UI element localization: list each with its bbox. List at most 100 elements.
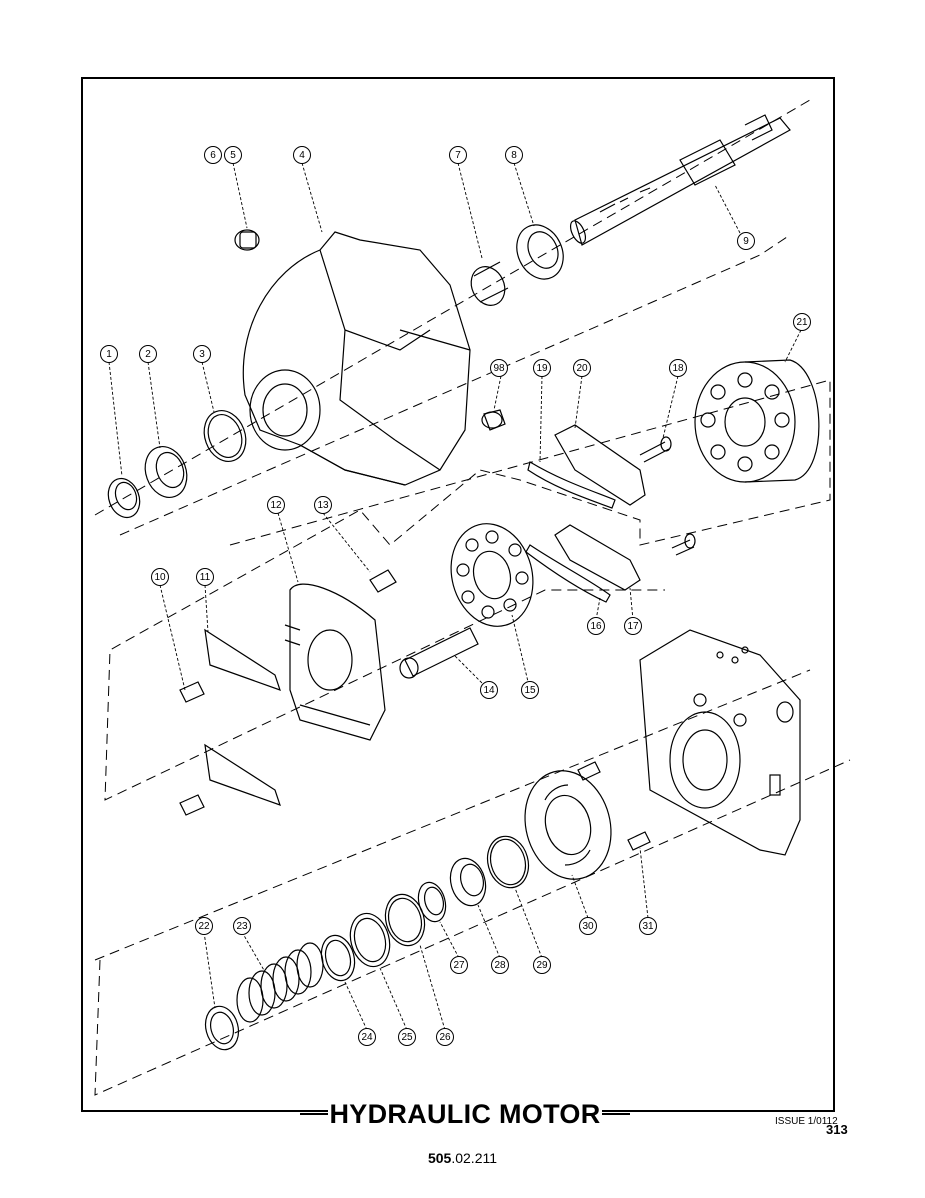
callout-31: 31: [639, 917, 657, 935]
callout-label: 18: [672, 363, 684, 374]
callout-2: 2: [139, 345, 157, 363]
callout-8: 8: [505, 146, 523, 164]
title-rule-left: [300, 1113, 328, 1115]
screw: [671, 533, 696, 556]
callout-circle: [533, 956, 551, 974]
callout-17: 17: [624, 617, 642, 635]
callout-label: 8: [511, 150, 517, 161]
callout-label: 30: [582, 921, 594, 932]
callout-circle: [480, 681, 498, 699]
callout-circle: [151, 568, 169, 586]
callout-13: 13: [314, 496, 332, 514]
callout-circle: [793, 313, 811, 331]
callout-circle: [267, 496, 285, 514]
callout-circle: [450, 956, 468, 974]
end-cap: [639, 629, 801, 856]
callout-4: 4: [293, 146, 311, 164]
spring: [236, 942, 324, 1023]
callout-18: 18: [669, 359, 687, 377]
callout-7: 7: [449, 146, 467, 164]
callout-6: 6: [204, 146, 222, 164]
callout-label: 31: [642, 921, 654, 932]
callout-14: 14: [480, 681, 498, 699]
callout-28: 28: [491, 956, 509, 974]
circlip: [384, 893, 426, 947]
washer: [320, 934, 356, 982]
callout-26: 26: [436, 1028, 454, 1046]
callout-12: 12: [267, 496, 285, 514]
motor-housing: [242, 231, 471, 486]
callout-label: 17: [627, 621, 639, 632]
callout-label: 14: [483, 685, 495, 696]
piston: [399, 627, 479, 679]
washer: [349, 912, 391, 968]
callout-circle: [293, 146, 311, 164]
o-ring: [486, 835, 530, 889]
washer: [204, 1005, 240, 1051]
plug: [234, 229, 260, 251]
leader-lines: [108, 162, 802, 1031]
callout-circle: [204, 146, 222, 164]
callout-label: 28: [494, 960, 506, 971]
callout-circle: [579, 917, 597, 935]
plug: [481, 409, 506, 431]
callout-5: 5: [224, 146, 242, 164]
callout-circle: [436, 1028, 454, 1046]
needle-bearing: [449, 857, 487, 907]
title-banner: HYDRAULIC MOTOR: [300, 1094, 630, 1134]
seal-ring: [203, 410, 247, 462]
callout-22: 22: [195, 917, 213, 935]
callout-19: 19: [533, 359, 551, 377]
doc-ref-rest: .02.211: [451, 1150, 498, 1166]
callout-circle: [573, 359, 591, 377]
callout-label: 10: [154, 572, 166, 583]
callout-9: 9: [737, 232, 755, 250]
callout-circle: [358, 1028, 376, 1046]
callout-circle: [193, 345, 211, 363]
callout-label: 24: [361, 1032, 373, 1043]
callout-label: 23: [236, 921, 248, 932]
callout-30: 30: [579, 917, 597, 935]
callout-label: 98: [493, 363, 505, 374]
callout-circle: [587, 617, 605, 635]
callout-label: 1: [106, 349, 112, 360]
callout-label: 20: [576, 363, 588, 374]
callout-circle: [505, 146, 523, 164]
callout-label: 7: [455, 150, 461, 161]
callout-label: 15: [524, 685, 536, 696]
snap-ring: [107, 477, 141, 519]
callout-1: 1: [100, 345, 118, 363]
assembly-centerlines: [94, 99, 851, 1096]
callout-11: 11: [196, 568, 214, 586]
callout-circle: [490, 359, 508, 377]
callout-circle: [398, 1028, 416, 1046]
page-title: HYDRAULIC MOTOR: [328, 1094, 602, 1134]
callout-label: 22: [198, 921, 210, 932]
callout-21: 21: [793, 313, 811, 331]
callout-15: 15: [521, 681, 539, 699]
callout-circle: [196, 568, 214, 586]
output-shaft: [569, 114, 791, 246]
sleeve: [470, 261, 509, 306]
callout-98: 98: [490, 359, 508, 377]
callout-20: 20: [573, 359, 591, 377]
callout-label: 3: [199, 349, 205, 360]
callout-label: 6: [210, 150, 216, 161]
cylinder-block: [694, 359, 820, 483]
callout-24: 24: [358, 1028, 376, 1046]
callout-label: 12: [270, 500, 282, 511]
callout-circle: [533, 359, 551, 377]
callout-10: 10: [151, 568, 169, 586]
bearing: [516, 224, 564, 280]
callout-label: 16: [590, 621, 602, 632]
callout-label: 29: [536, 960, 548, 971]
callout-circle: [100, 345, 118, 363]
callout-circle: [491, 956, 509, 974]
dowel-pin: [627, 831, 651, 851]
callout-circle: [449, 146, 467, 164]
thrust-washer: [417, 881, 447, 923]
document-reference: 505.02.211: [0, 1150, 925, 1166]
bearing-shell: [204, 628, 281, 806]
callout-circle: [139, 345, 157, 363]
screw: [639, 436, 672, 463]
